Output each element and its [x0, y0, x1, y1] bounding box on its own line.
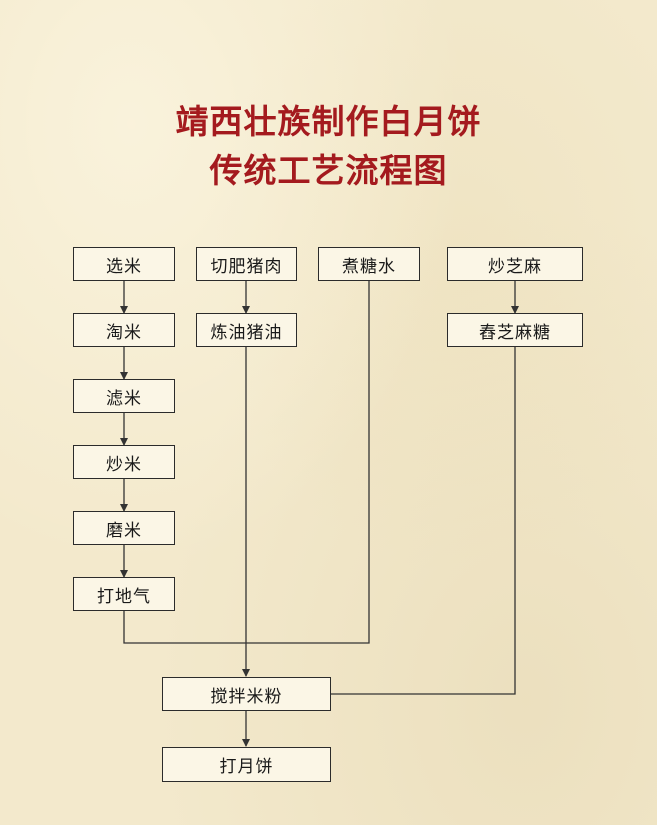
node-jiao-ban-mi-fen: 搅拌米粉 — [162, 677, 331, 711]
node-qie-fei-zhu-rou: 切肥猪肉 — [196, 247, 297, 281]
node-lian-you-zhu-you: 炼油猪油 — [196, 313, 297, 347]
node-lv-mi: 滤米 — [73, 379, 175, 413]
node-mo-mi: 磨米 — [73, 511, 175, 545]
node-zhu-tang-shui: 煮糖水 — [318, 247, 420, 281]
node-xuan-mi: 选米 — [73, 247, 175, 281]
node-da-di-qi: 打地气 — [73, 577, 175, 611]
node-chao-mi: 炒米 — [73, 445, 175, 479]
node-tao-mi: 淘米 — [73, 313, 175, 347]
node-chao-zhi-ma: 炒芝麻 — [447, 247, 583, 281]
node-chun-zhi-ma-tang: 舂芝麻糖 — [447, 313, 583, 347]
node-da-yue-bing: 打月饼 — [162, 747, 331, 782]
diagram-title-line-1: 靖西壮族制作白月饼 — [175, 102, 482, 141]
diagram-title-line-2: 传统工艺流程图 — [209, 151, 448, 190]
connector-chun-to-jiaoban — [331, 347, 516, 695]
